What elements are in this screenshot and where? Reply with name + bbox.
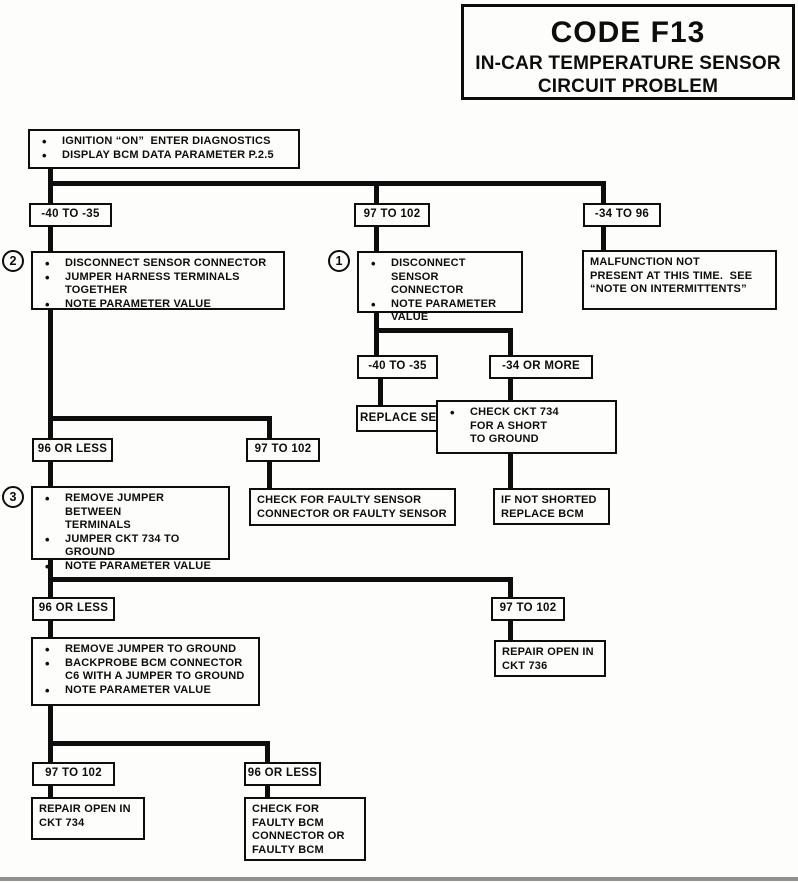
connector	[48, 462, 53, 487]
bullet-item: DISCONNECT SENSOR CONNECTOR	[365, 257, 514, 298]
step-marker-2: 2	[2, 250, 24, 272]
connector	[48, 577, 513, 582]
decision-label: -34 TO 96	[583, 203, 661, 227]
decision-label: 97 TO 102	[246, 438, 320, 462]
connector	[508, 621, 513, 640]
step-marker-3: 3	[2, 486, 24, 508]
step-marker-1: 1	[328, 250, 350, 272]
connector	[48, 169, 53, 203]
decision-label: 96 OR LESS	[32, 438, 113, 462]
bullet-item: REMOVE JUMPER TO GROUND	[39, 643, 251, 657]
step2-node: DISCONNECT SENSOR CONNECTOR JUMPER HARNE…	[31, 251, 285, 310]
page-subtitle: IN-CAR TEMPERATURE SENSOR CIRCUIT PROBLE…	[464, 52, 792, 98]
connector	[48, 181, 606, 186]
connector	[265, 786, 270, 797]
check-bcm-node: CHECK FOR FAULTY BCM CONNECTOR OR FAULTY…	[244, 797, 366, 861]
connector	[601, 186, 606, 203]
if-not-shorted-node: IF NOT SHORTED REPLACE BCM	[493, 488, 610, 525]
check-sensor-node: CHECK FOR FAULTY SENSOR CONNECTOR OR FAU…	[249, 488, 456, 526]
connector	[601, 227, 606, 251]
connector	[48, 227, 53, 252]
decision-label: 97 TO 102	[354, 203, 430, 227]
connector	[508, 379, 513, 400]
bullet-item: CHECK CKT 734 FOR A SHORT TO GROUND	[444, 406, 608, 447]
malfunction-node: MALFUNCTION NOT PRESENT AT THIS TIME. SE…	[582, 250, 777, 310]
bullet-item: DISPLAY BCM DATA PARAMETER P.2.5	[36, 149, 291, 163]
repair-ckt736-node: REPAIR OPEN IN CKT 736	[494, 640, 606, 677]
connector	[48, 621, 53, 637]
connector	[378, 379, 383, 407]
decision-label: 96 OR LESS	[244, 762, 321, 786]
decision-label: 97 TO 102	[32, 762, 115, 786]
step1-node: DISCONNECT SENSOR CONNECTOR NOTE PARAMET…	[357, 251, 523, 323]
connector	[508, 333, 513, 355]
scan-edge-artifact	[0, 877, 798, 881]
connector	[374, 313, 379, 355]
bullet-item: JUMPER HARNESS TERMINALS TOGETHER	[39, 271, 276, 298]
repair-ckt734-node: REPAIR OPEN IN CKT 734	[31, 797, 145, 840]
subtitle-line-1: IN-CAR TEMPERATURE SENSOR	[475, 53, 781, 74]
decision-label: 96 OR LESS	[32, 597, 115, 621]
connector	[374, 186, 379, 203]
decision-label: -40 TO -35	[357, 355, 438, 379]
decision-label: -40 TO -35	[29, 203, 112, 227]
connector	[508, 582, 513, 597]
bullet-item: REMOVE JUMPER BETWEEN TERMINALS	[39, 492, 221, 533]
connector	[267, 462, 272, 488]
step3-node: REMOVE JUMPER BETWEEN TERMINALS JUMPER C…	[31, 486, 230, 572]
page-title: CODE F13	[550, 16, 706, 49]
connector	[48, 741, 270, 746]
connector	[374, 328, 513, 333]
connector	[48, 416, 272, 421]
remove-jumper-node: REMOVE JUMPER TO GROUND BACKPROBE BCM CO…	[31, 637, 260, 706]
decision-label: 97 TO 102	[491, 597, 565, 621]
connector	[48, 786, 53, 797]
bullet-item: NOTE PARAMETER VALUE	[39, 298, 276, 312]
decision-label: -34 OR MORE	[489, 355, 593, 379]
subtitle-line-2: CIRCUIT PROBLEM	[537, 76, 719, 97]
bullet-item: DISCONNECT SENSOR CONNECTOR	[39, 257, 276, 271]
connector	[48, 706, 53, 762]
title-box: CODE F13 IN-CAR TEMPERATURE SENSOR CIRCU…	[461, 4, 795, 100]
bullet-item: JUMPER CKT 734 TO GROUND	[39, 533, 221, 560]
start-node: IGNITION “ON” ENTER DIAGNOSTICS DISPLAY …	[28, 129, 300, 169]
check-ckt734-node: CHECK CKT 734 FOR A SHORT TO GROUND	[436, 400, 617, 454]
bullet-item: IGNITION “ON” ENTER DIAGNOSTICS	[36, 135, 291, 149]
connector	[48, 310, 53, 438]
bullet-item: BACKPROBE BCM CONNECTOR C6 WITH A JUMPER…	[39, 657, 251, 684]
bullet-item: NOTE PARAMETER VALUE	[39, 560, 221, 574]
bullet-item: NOTE PARAMETER VALUE	[39, 684, 251, 698]
bullet-item: NOTE PARAMETER VALUE	[365, 298, 514, 325]
connector	[265, 746, 270, 762]
connector	[267, 421, 272, 438]
connector	[508, 454, 513, 488]
connector	[374, 227, 379, 252]
